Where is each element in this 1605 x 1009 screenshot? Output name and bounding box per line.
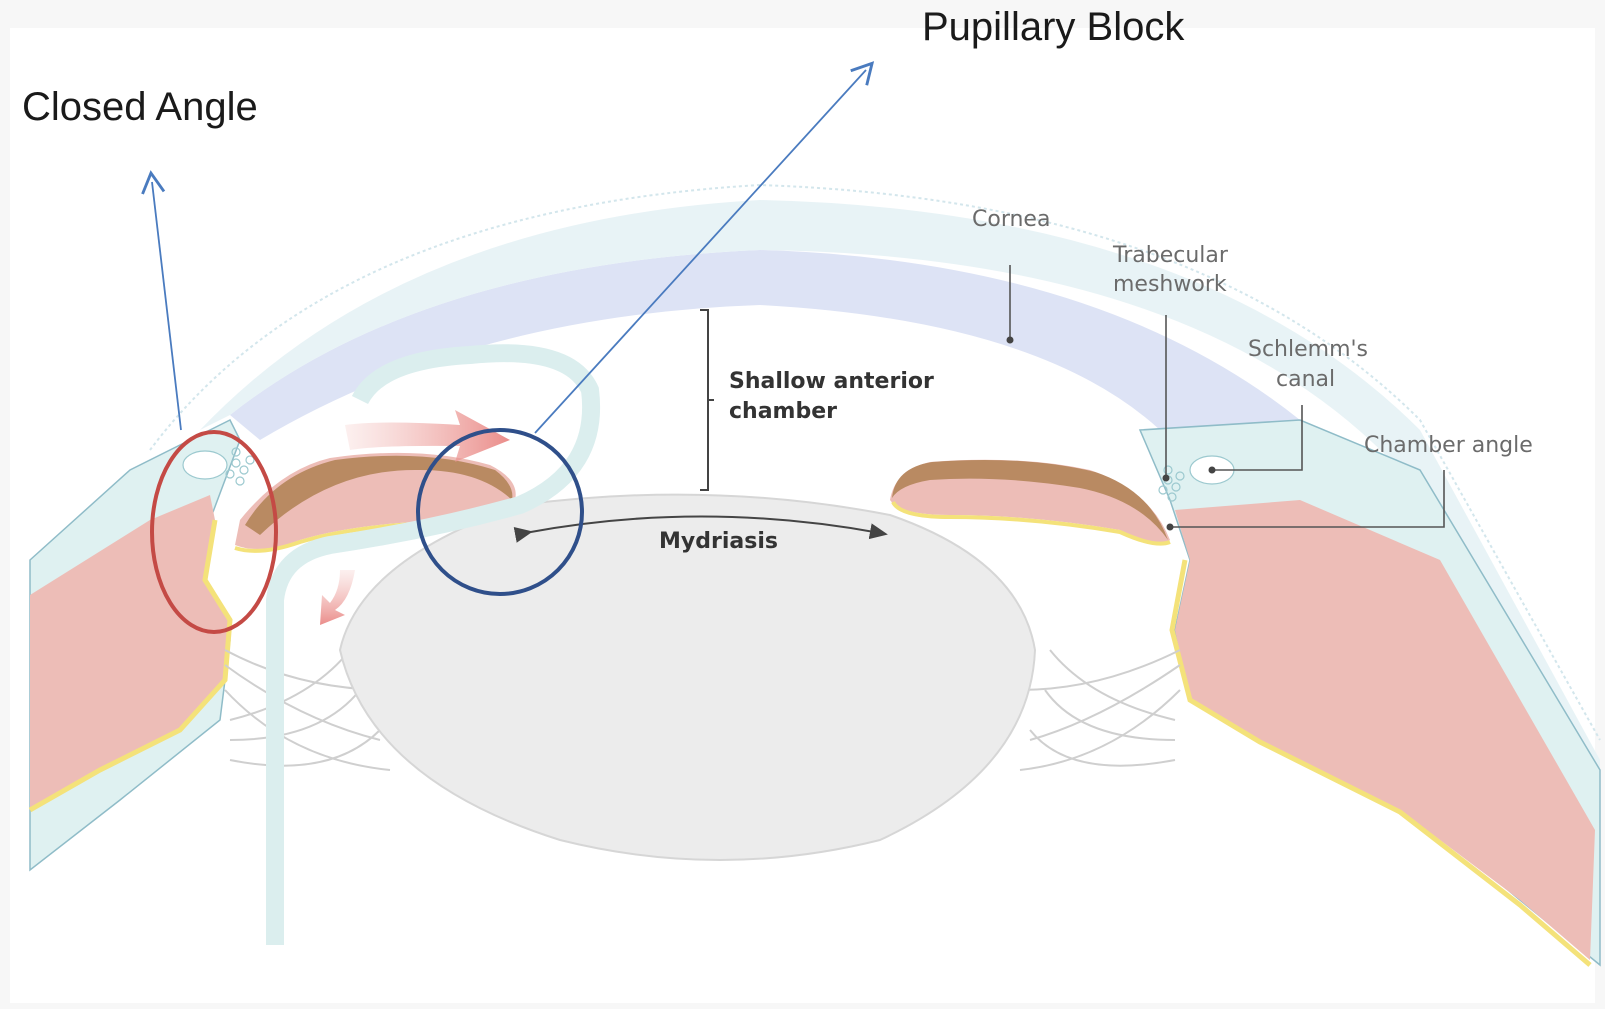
closed-angle-label: Closed Angle [22,85,258,129]
left-canal-shape [183,451,227,479]
schlemms-canal-label-1: Schlemm's [1248,337,1368,362]
cornea-label: Cornea [972,207,1050,232]
mydriasis-label: Mydriasis [659,529,778,554]
shallow-chamber-label-2: chamber [729,399,837,424]
shallow-chamber-label-1: Shallow anterior [729,369,934,394]
trabecular-meshwork-label-1: Trabecular [1112,243,1229,268]
trabecular-meshwork-label-2: meshwork [1113,272,1227,297]
chamber-angle-label: Chamber angle [1364,433,1533,458]
schlemms-canal-label-2: canal [1276,367,1335,392]
pupillary-block-label: Pupillary Block [922,5,1185,49]
